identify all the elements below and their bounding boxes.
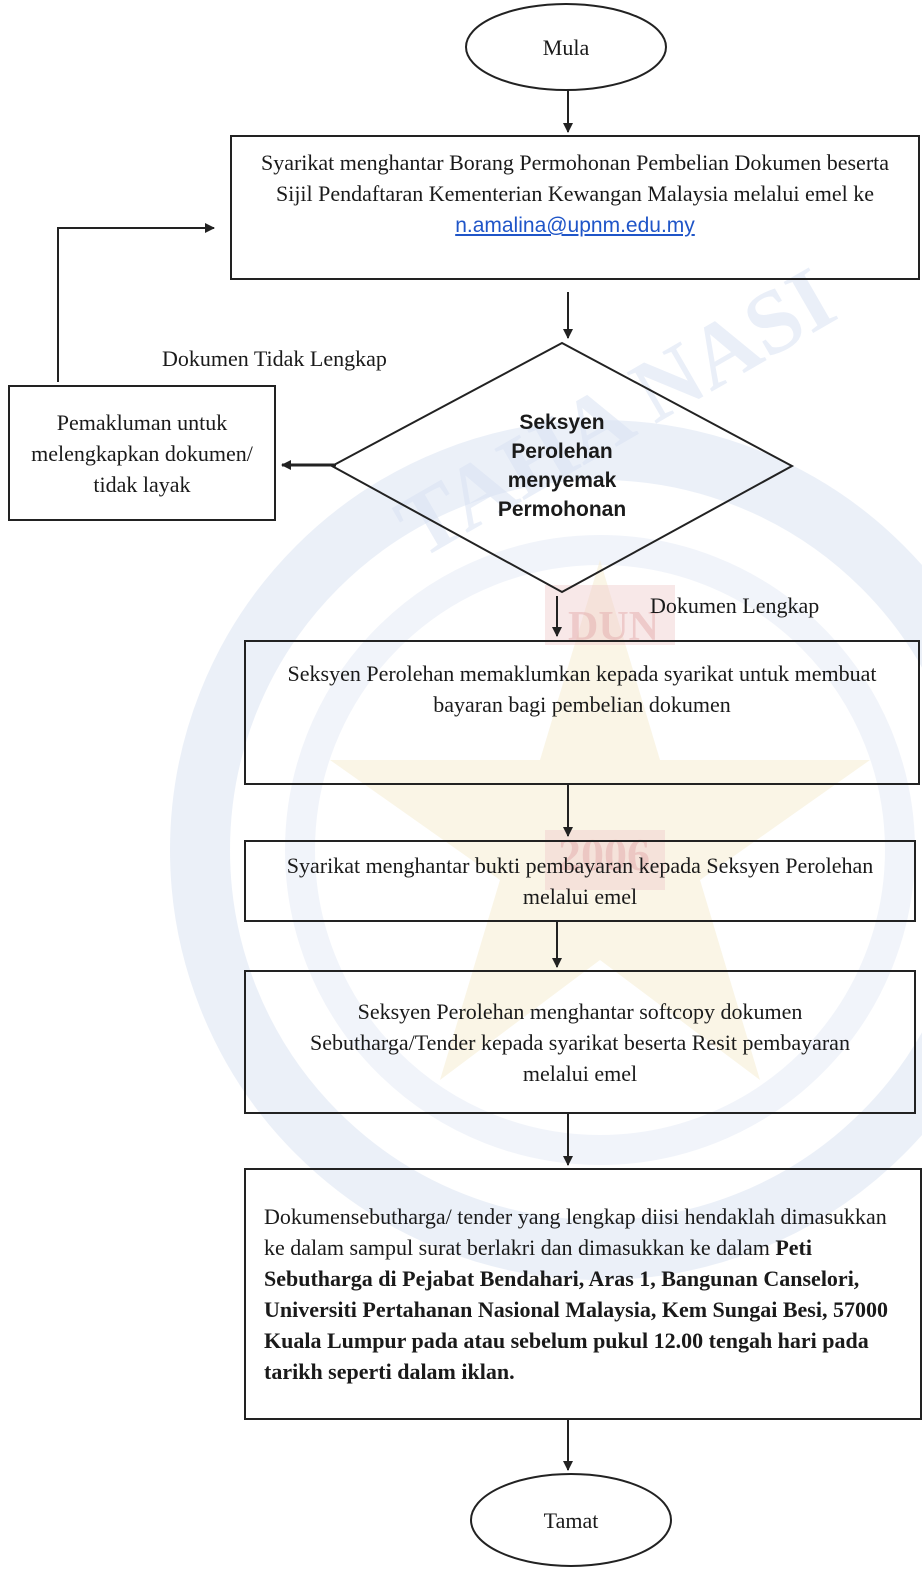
step3-label: Syarikat menghantar bukti pembayaran kep… xyxy=(286,853,874,909)
step1-box: Syarikat menghantar Borang Permohonan Pe… xyxy=(230,135,920,280)
edge-reject-to-step1 xyxy=(57,223,215,382)
step5-plain: Dokumensebutharga/ tender yang lengkap d… xyxy=(264,1204,887,1260)
step5-text: Dokumensebutharga/ tender yang lengkap d… xyxy=(246,1195,920,1393)
edge-label-complete: Dokumen Lengkap xyxy=(650,593,820,618)
decision-label: Seksyen Perolehan menyemak Permohonan xyxy=(497,411,627,521)
step4-box: Seksyen Perolehan menghantar softcopy do… xyxy=(244,970,916,1114)
step4-label: Seksyen Perolehan menghantar softcopy do… xyxy=(310,998,850,1086)
step5-box: Dokumensebutharga/ tender yang lengkap d… xyxy=(244,1168,922,1420)
start-oval xyxy=(465,3,667,91)
decision-diamond xyxy=(329,341,795,594)
step1-label: Syarikat menghantar Borang Permohonan Pe… xyxy=(260,150,890,206)
step2-label: Seksyen Perolehan memaklumkan kepada sya… xyxy=(287,661,877,717)
edge-label-incomplete: Dokumen Tidak Lengkap xyxy=(162,346,387,371)
step5-bold: Peti Sebutharga di Pejabat Bendahari, Ar… xyxy=(264,1235,888,1384)
reject-box: Pemakluman untuk melengkapkan dokumen/ t… xyxy=(8,385,276,521)
end-oval xyxy=(470,1473,672,1567)
step2-box: Seksyen Perolehan memaklumkan kepada sya… xyxy=(244,640,920,785)
decision-node: Seksyen Perolehan menyemak Permohonan xyxy=(442,398,682,534)
end-node: Tamat xyxy=(471,1474,671,1566)
step1-text: Syarikat menghantar Borang Permohonan Pe… xyxy=(232,147,918,241)
reject-label: Pemakluman untuk melengkapkan dokumen/ t… xyxy=(31,409,253,497)
email-link[interactable]: n.amalina@upnm.edu.my xyxy=(455,214,695,237)
step3-box: Syarikat menghantar bukti pembayaran kep… xyxy=(244,840,916,922)
start-label: Mula xyxy=(542,34,590,60)
start-node: Mula xyxy=(466,4,666,90)
end-label: Tamat xyxy=(543,1507,599,1533)
